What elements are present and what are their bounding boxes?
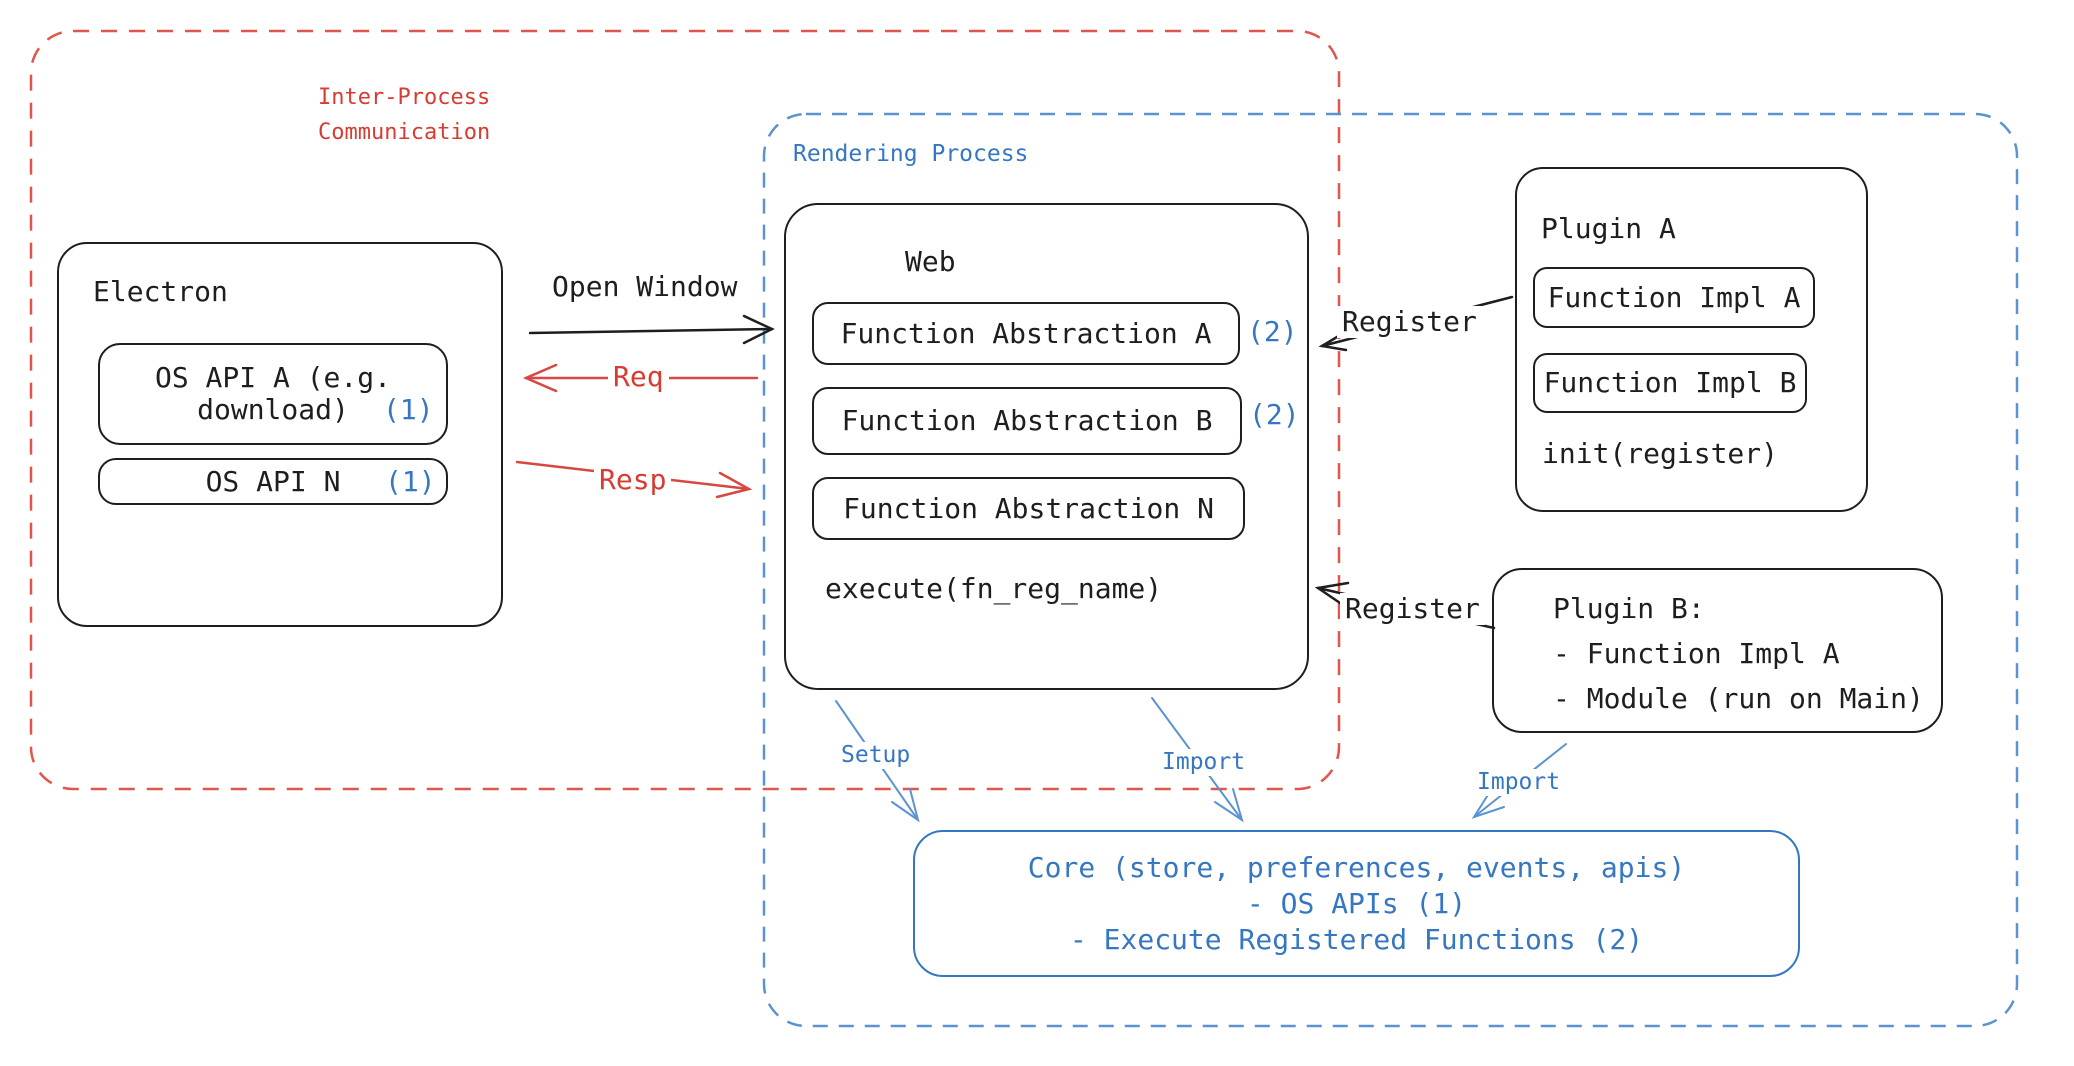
function-impl-b-label: Function Impl B <box>1543 366 1797 399</box>
ipc-label-line2: Communication <box>318 120 491 145</box>
init-register-label: init(register) <box>1542 437 1779 470</box>
core-line-3: - Execute Registered Functions (2) <box>1069 922 1644 956</box>
electron-title: Electron <box>93 275 228 308</box>
import-web-label: Import <box>1157 749 1251 776</box>
electron-box <box>57 242 503 627</box>
function-abstraction-b-badge: (2) <box>1249 398 1300 431</box>
plugin-a-title: Plugin A <box>1541 212 1676 245</box>
register-top-label: Register <box>1337 306 1482 338</box>
os-api-a-box: OS API A (e.g.download) <box>98 343 448 445</box>
function-abstraction-n-box: Function Abstraction N <box>812 477 1245 540</box>
os-api-n-label: OS API N <box>205 464 341 498</box>
os-api-a-label: OS API A (e.g.download) <box>155 362 391 426</box>
function-abstraction-b-box: Function Abstraction B <box>812 387 1242 455</box>
function-abstraction-n-label: Function Abstraction N <box>843 491 1214 525</box>
plugin-b-item-2: - Module (run on Main) <box>1553 682 1924 715</box>
function-abstraction-a-label: Function Abstraction A <box>840 316 1212 350</box>
plugin-b-item-1: - Function Impl A <box>1553 637 1840 670</box>
core-line-1: Core (store, preferences, events, apis) <box>1027 850 1686 884</box>
function-impl-b-box: Function Impl B <box>1533 353 1807 413</box>
core-box: Core (store, preferences, events, apis)-… <box>913 830 1800 977</box>
execute-label: execute(fn_reg_name) <box>825 572 1163 605</box>
core-text: Core (store, preferences, events, apis)-… <box>1028 850 1685 958</box>
setup-label: Setup <box>836 742 916 769</box>
function-impl-a-label: Function Impl A <box>1547 280 1801 314</box>
plugin-b-box <box>1492 568 1943 733</box>
resp-label: Resp <box>594 464 672 496</box>
function-abstraction-a-box: Function Abstraction A <box>812 302 1240 365</box>
os-api-a-line1: OS API A (e.g. <box>154 361 391 394</box>
os-api-n-badge: (1) <box>385 465 436 498</box>
function-abstraction-b-label: Function Abstraction B <box>841 404 1213 437</box>
os-api-n-box: OS API N <box>98 458 448 505</box>
os-api-a-badge: (1) <box>383 393 434 426</box>
function-abstraction-a-badge: (2) <box>1247 315 1298 348</box>
core-line-2: - OS APIs (1) <box>1246 886 1467 920</box>
register-bottom-label: Register <box>1340 593 1485 625</box>
web-title: Web <box>905 245 956 278</box>
web-box <box>784 203 1309 690</box>
ipc-region-box <box>29 29 1341 791</box>
rendering-region-box <box>762 112 2019 1028</box>
req-label: Req <box>608 361 669 393</box>
open-window-label: Open Window <box>547 271 743 303</box>
rendering-region-label: Rendering Process <box>793 141 1029 167</box>
function-impl-a-box: Function Impl A <box>1533 267 1815 328</box>
plugin-b-title: Plugin B: <box>1553 592 1705 625</box>
open-window-arrow <box>528 314 775 345</box>
import-plugin-label: Import <box>1472 769 1566 796</box>
os-api-a-line2: download) <box>197 393 349 426</box>
ipc-label-line1: Inter-Process <box>318 85 491 110</box>
plugin-b-text: Plugin B: - Function Impl A - Module (run … <box>1553 586 1924 721</box>
plugin-a-box <box>1515 167 1868 512</box>
